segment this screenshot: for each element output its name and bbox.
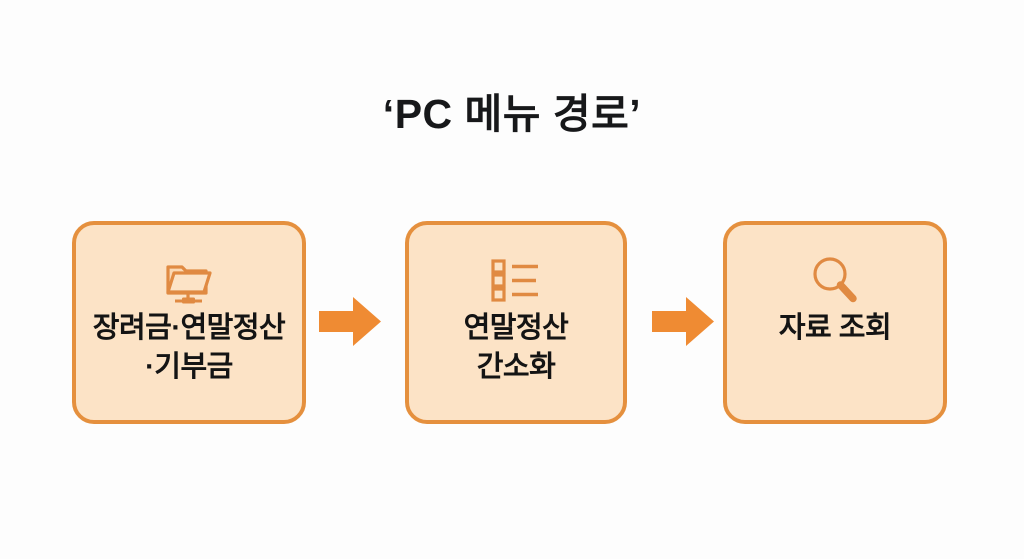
- flow-step-1[interactable]: 장려금·연말정산 ·기부금: [72, 221, 306, 424]
- page-title: ‘PC 메뉴 경로’: [382, 91, 642, 137]
- flow-step-2-label: 연말정산 간소화: [463, 312, 569, 383]
- flow-row: 장려금·연말정산 ·기부금 연말정산 간소화: [0, 221, 1024, 426]
- bullet-list-icon: [409, 251, 623, 309]
- flow-step-3-label: 자료 조회: [778, 312, 892, 344]
- magnifier-icon: [727, 251, 943, 309]
- flow-step-2[interactable]: 연말정산 간소화: [405, 221, 627, 424]
- arrow-right-icon-1: [317, 293, 383, 350]
- flow-step-3[interactable]: 자료 조회: [723, 221, 947, 424]
- arrow-right-icon-2: [650, 293, 716, 350]
- flow-step-1-label: 장려금·연말정산 ·기부금: [92, 312, 286, 383]
- shared-folder-icon: [76, 251, 302, 309]
